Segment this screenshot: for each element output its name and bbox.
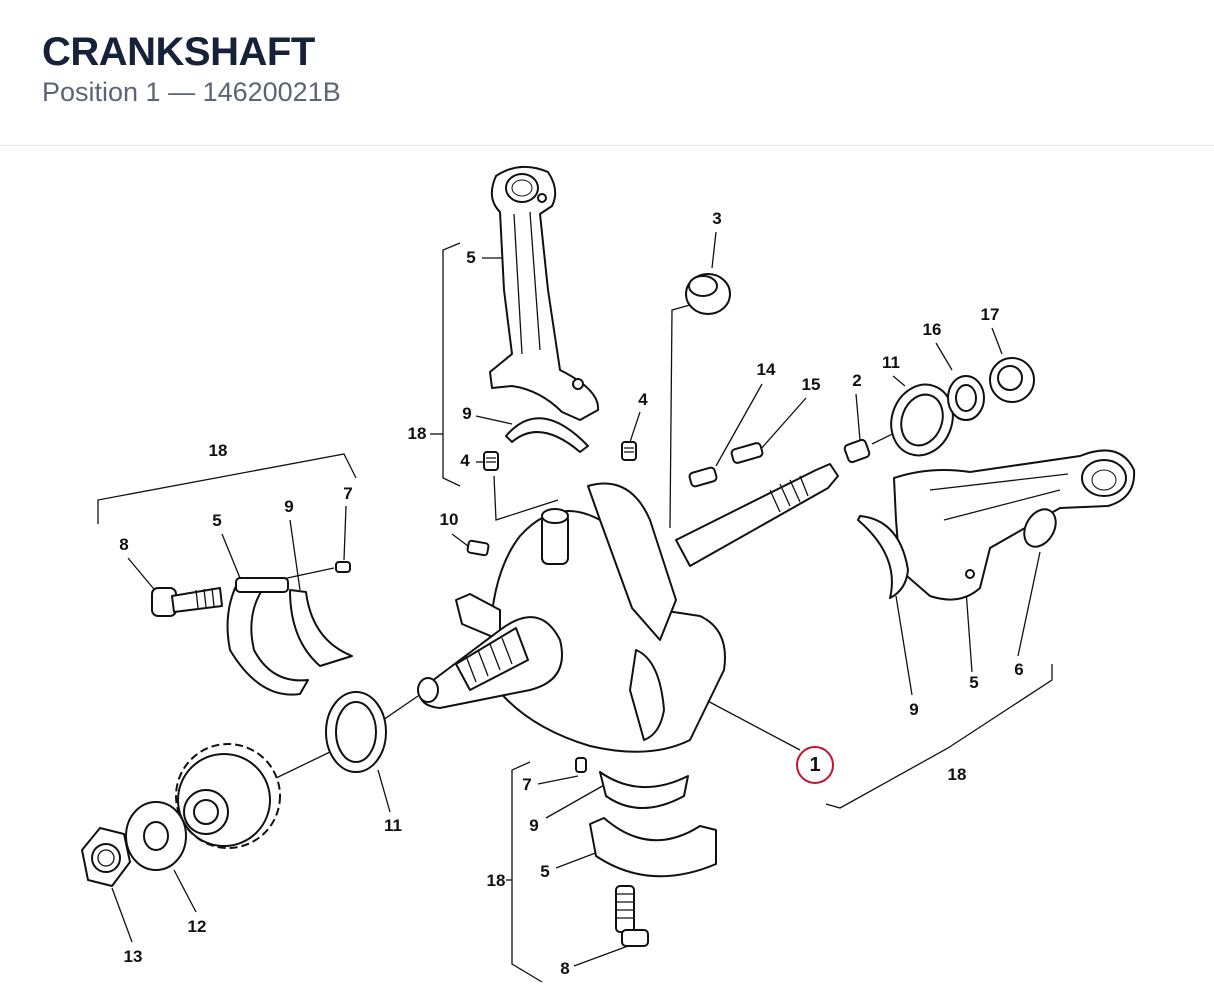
connecting-rod-right — [857, 449, 1136, 601]
callout-9-right[interactable]: 9 — [909, 700, 919, 719]
highlighted-callout-label: 1 — [809, 753, 821, 776]
nut — [81, 827, 131, 887]
callout-16[interactable]: 16 — [922, 320, 942, 339]
connecting-rod-top — [489, 165, 600, 453]
callout-5-right[interactable]: 5 — [969, 673, 979, 692]
callout-9-left[interactable]: 9 — [284, 497, 294, 516]
callout-8-bottom[interactable]: 8 — [560, 959, 570, 978]
crankshaft — [417, 463, 839, 753]
callout-6[interactable]: 6 — [1014, 660, 1024, 679]
part-position-subtitle: Position 1 — 14620021B — [42, 77, 341, 107]
callout-11-right[interactable]: 11 — [882, 353, 900, 372]
right-rings — [843, 357, 1035, 464]
main-bearing-bottom — [575, 757, 717, 947]
left-seal-ring — [325, 691, 387, 773]
callout-8-left[interactable]: 8 — [119, 535, 129, 554]
callout-5-left[interactable]: 5 — [212, 511, 222, 530]
diagram-drawing — [81, 165, 1136, 983]
studs — [483, 441, 637, 471]
callout-7-left[interactable]: 7 — [343, 484, 353, 503]
exploded-parts-diagram: 3 5 9 18 4 4 14 15 2 11 16 17 18 8 5 9 7… — [0, 147, 1214, 1003]
callout-5-bottom[interactable]: 5 — [540, 862, 550, 881]
timing-gear — [175, 743, 281, 849]
callout-9-bottom[interactable]: 9 — [529, 816, 539, 835]
page-title: CRANKSHAFT — [42, 30, 315, 74]
page-header: CRANKSHAFT Position 1 — 14620021B — [0, 0, 1214, 146]
callout-14[interactable]: 14 — [756, 360, 776, 379]
callout-18-right[interactable]: 18 — [947, 765, 967, 784]
main-bearing-left — [151, 561, 353, 696]
highlighted-callout-1[interactable]: 1 — [796, 746, 834, 784]
callout-7-bottom[interactable]: 7 — [522, 775, 532, 794]
callout-17[interactable]: 17 — [980, 305, 1000, 324]
callout-18-bottom[interactable]: 18 — [486, 871, 506, 890]
callout-18-top[interactable]: 18 — [407, 424, 427, 443]
plug-cap — [685, 273, 731, 315]
keys — [466, 442, 764, 557]
callout-5-top[interactable]: 5 — [466, 248, 476, 267]
callout-2[interactable]: 2 — [852, 371, 862, 390]
callout-9-top[interactable]: 9 — [462, 404, 472, 423]
callout-4-left[interactable]: 4 — [460, 451, 470, 470]
washer — [125, 801, 187, 871]
callout-15[interactable]: 15 — [801, 375, 821, 394]
callout-3[interactable]: 3 — [712, 209, 722, 228]
callout-11-left[interactable]: 11 — [384, 816, 402, 835]
callout-18-left[interactable]: 18 — [208, 441, 228, 460]
callout-10[interactable]: 10 — [439, 510, 459, 529]
callout-12[interactable]: 12 — [187, 917, 207, 936]
callout-4-right[interactable]: 4 — [638, 390, 648, 409]
callout-13[interactable]: 13 — [123, 947, 143, 966]
